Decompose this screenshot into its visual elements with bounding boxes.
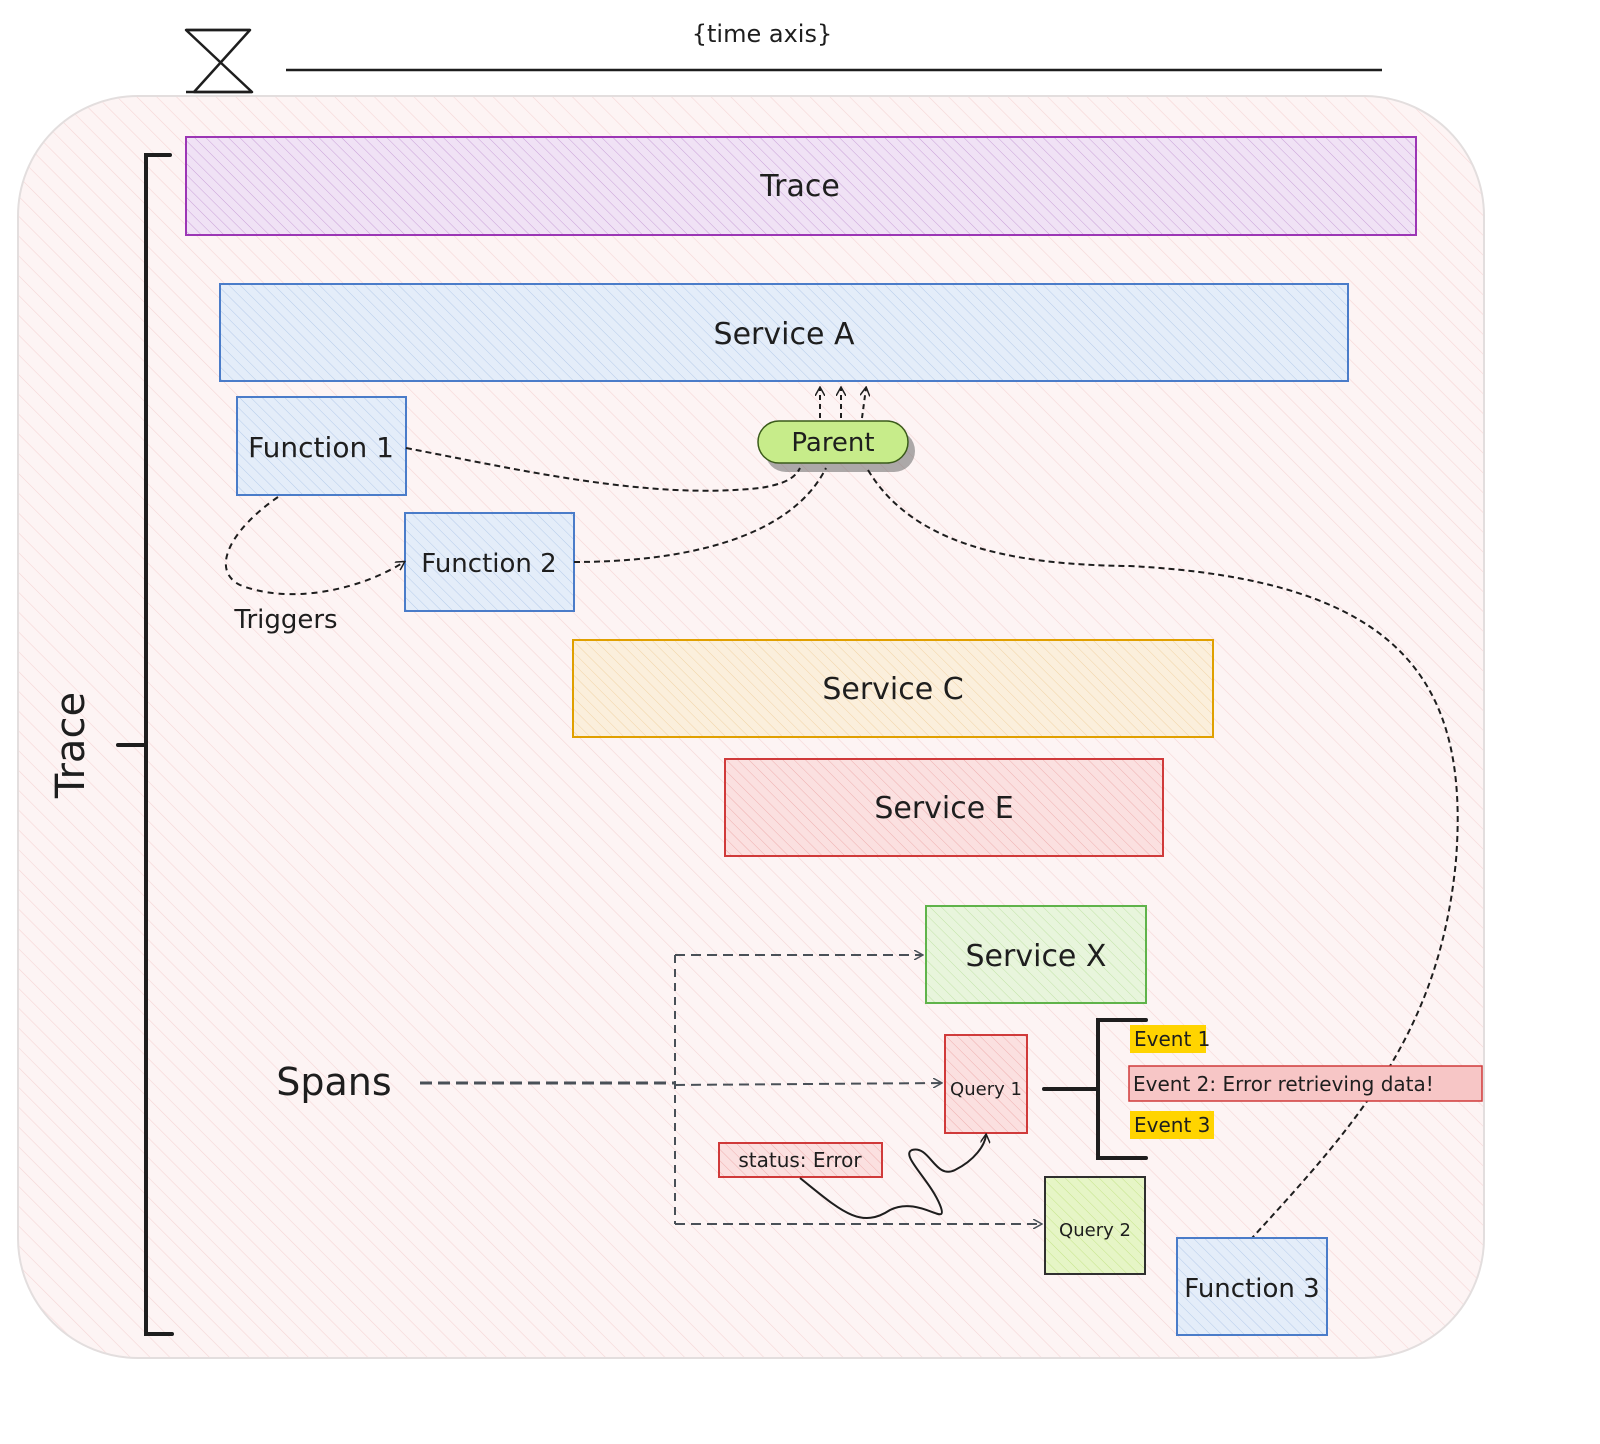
event-2-tag: Event 2: Error retrieving data! — [1128, 1065, 1483, 1102]
event-3-label: Event 3 — [1134, 1113, 1210, 1137]
events-bracket — [1042, 1018, 1148, 1160]
parent-node[interactable]: Parent — [757, 420, 915, 472]
status-to-query-1-arrow — [799, 1135, 986, 1220]
parent-label: Parent — [791, 428, 874, 458]
trace-span-label: Trace — [759, 169, 840, 204]
trace-bracket — [116, 153, 174, 1336]
parent-up-arrows — [820, 388, 866, 419]
status-error-label: status: Error — [738, 1148, 862, 1172]
event-1-tag: Event 1 — [1130, 1025, 1210, 1053]
query-2-box[interactable]: Query 2 — [1044, 1176, 1146, 1275]
service-a-box[interactable]: Service A — [219, 283, 1349, 382]
service-c-box[interactable]: Service C — [572, 639, 1214, 738]
event-3-tag: Event 3 — [1130, 1111, 1214, 1139]
spans-label: Spans — [276, 1060, 391, 1104]
triggers-label: Triggers — [233, 605, 337, 635]
service-c-label: Service C — [822, 672, 963, 707]
service-x-label: Service X — [966, 939, 1107, 974]
status-error-badge: status: Error — [718, 1142, 883, 1178]
spans-connectors — [420, 955, 1041, 1224]
function-3-label: Function 3 — [1184, 1274, 1319, 1304]
query-2-label: Query 2 — [1059, 1220, 1131, 1241]
query-1-label: Query 1 — [950, 1079, 1022, 1100]
triggers-arrow — [224, 496, 404, 596]
function-3-box[interactable]: Function 3 — [1176, 1237, 1328, 1336]
query-1-box[interactable]: Query 1 — [944, 1034, 1028, 1134]
service-e-label: Service E — [874, 791, 1013, 826]
function-1-label: Function 1 — [248, 431, 394, 464]
function-2-label: Function 2 — [421, 549, 556, 579]
function-1-box[interactable]: Function 1 — [236, 396, 407, 496]
trace-span-box[interactable]: Trace — [185, 136, 1417, 236]
function-1-to-parent-line — [405, 447, 801, 492]
event-2-label: Event 2: Error retrieving data! — [1133, 1072, 1434, 1096]
function-2-to-parent-line — [573, 467, 827, 563]
service-e-box[interactable]: Service E — [724, 758, 1164, 857]
service-x-box[interactable]: Service X — [925, 905, 1147, 1004]
service-a-label: Service A — [714, 317, 855, 352]
function-2-box[interactable]: Function 2 — [404, 512, 575, 612]
hourglass-icon — [184, 28, 254, 94]
time-axis-label: {time axis} — [692, 20, 832, 48]
event-1-label: Event 1 — [1134, 1027, 1210, 1051]
trace-side-label: Trace — [48, 692, 94, 799]
